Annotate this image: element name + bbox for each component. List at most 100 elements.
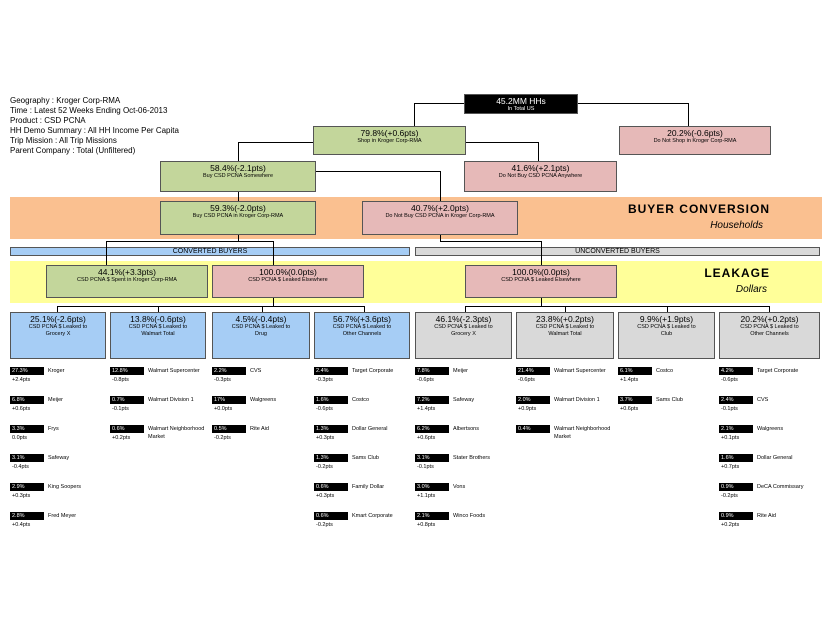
connector	[565, 306, 566, 312]
retailer-change: +1.4pts	[620, 377, 639, 383]
retailer-item: 21.4%Walmart Supercenter-0.6pts	[516, 367, 616, 391]
leakage-title: LEAKAGE	[704, 266, 770, 280]
channel-drug-converted: 4.5%(-0.4pts) CSD PCNA $ Leaked to Drug	[212, 312, 310, 359]
retailer-item: 2.1%Winco Foods+0.8pts	[415, 512, 515, 536]
retailer-share: 21.4%	[516, 367, 550, 375]
connector	[262, 306, 263, 312]
retailer-item: 0.6%Family Dollar+0.3pts	[314, 483, 414, 507]
converted-buyers-header: CONVERTED BUYERS	[10, 247, 410, 256]
retailer-change: -0.8pts	[112, 377, 129, 383]
channel-walmart-converted: 13.8%(-0.6pts) CSD PCNA $ Leaked to Walm…	[110, 312, 206, 359]
retailer-item: 2.4%CVS-0.1pts	[719, 396, 819, 420]
leaked-converted-node: 100.0%(0.0pts) CSD PCNA $ Leaked Elsewhe…	[212, 265, 364, 298]
channel-name: Other Channels	[750, 331, 789, 337]
retailer-item: 2.2%CVS-0.3pts	[212, 367, 312, 391]
retailer-change: -0.2pts	[316, 464, 333, 470]
node-desc: Buy CSD PCNA Somewhere	[203, 173, 273, 179]
node-desc: CSD PCNA $ Spent in Kroger Corp-RMA	[77, 277, 177, 283]
channel-desc: CSD PCNA $ Leaked to	[535, 324, 595, 330]
retailer-share: 0.5%	[212, 425, 246, 433]
retailer-item: 4.2%Target Corporate-0.6pts	[719, 367, 819, 391]
node-value: 41.6%(+2.1pts)	[511, 163, 570, 173]
retailer-name: Family Dollar	[352, 484, 385, 490]
retailer-name: Rite Aid	[757, 513, 776, 519]
retailer-share: 2.9%	[10, 483, 44, 491]
retailer-name: Albertsons	[453, 426, 479, 432]
retailer-name: Meijer	[453, 368, 468, 374]
retailer-share: 7.8%	[415, 367, 449, 375]
retailer-share: 0.9%	[719, 512, 753, 520]
retailer-share: 2.0%	[516, 396, 550, 404]
retailer-item: 7.8%Meijer-0.6pts	[415, 367, 515, 391]
connector	[541, 298, 542, 306]
retailer-name: Costco	[352, 397, 370, 403]
retailer-item: 17%Walgreens+0.0pts	[212, 396, 312, 420]
node-value: 100.0%(0.0pts)	[259, 267, 317, 277]
connector	[414, 103, 464, 104]
channel-value: 46.1%(-2.3pts)	[435, 314, 492, 324]
retailer-name: Walmart Neighborhood Market	[554, 426, 611, 440]
geography-label: Geography : Kroger Corp-RMA	[10, 96, 121, 105]
retailer-item: 0.6%Walmart Neighborhood Market+0.2pts	[110, 425, 210, 449]
retailer-change: -0.1pts	[112, 406, 129, 412]
channel-desc: CSD PCNA $ Leaked to	[637, 324, 696, 330]
retailer-share: 4.2%	[719, 367, 753, 375]
retailer-share: 1.6%	[314, 396, 348, 404]
retailer-change: +0.0pts	[214, 406, 233, 412]
retailer-name: Stater Brothers	[453, 455, 490, 461]
connector	[414, 103, 415, 126]
node-value: 79.8%(+0.6pts)	[360, 128, 419, 138]
retailer-name: Meijer	[48, 397, 63, 403]
retailer-share: 0.7%	[110, 396, 144, 404]
retailer-item: 2.1%Walgreens+0.1pts	[719, 425, 819, 449]
retailer-change: -0.2pts	[316, 522, 333, 528]
retailer-name: Fred Meyer	[48, 513, 77, 519]
connector	[238, 192, 239, 201]
retailer-item: 3.1%Safeway-0.4pts	[10, 454, 110, 478]
connector	[316, 171, 440, 172]
node-value: 40.7%(+2.0pts)	[411, 203, 469, 213]
retailer-item: 0.9% Rite Aid +0.2pts	[719, 512, 819, 536]
retailer-change: 0.0pts	[12, 435, 27, 441]
channel-club-unconverted: 9.9%(+1.9pts) CSD PCNA $ Leaked to Club	[618, 312, 715, 359]
retailer-name: Walmart Supercenter	[148, 368, 200, 374]
retailer-share: 2.4%	[719, 396, 753, 404]
retailer-name: Walmart Neighborhood Market	[148, 426, 205, 440]
retailer-change: +0.2pts	[721, 522, 740, 528]
retailer-name: Walmart Division 1	[148, 397, 194, 403]
retailer-item: 0.9%DeCA Commissary-0.2pts	[719, 483, 819, 507]
retailer-share: 7.2%	[415, 396, 449, 404]
channel-value: 56.7%(+3.6pts)	[333, 314, 391, 324]
node-value: 59.3%(-2.0pts)	[210, 203, 266, 213]
leaked-unconverted-node: 100.0%(0.0pts) CSD PCNA $ Leaked Elsewhe…	[465, 265, 617, 298]
channel-value: 13.8%(-0.6pts)	[130, 314, 186, 324]
retailer-share: 6.8%	[10, 396, 44, 404]
retailer-item: 27.3%Kroger+2.4pts	[10, 367, 110, 391]
retailer-change: +0.9pts	[518, 406, 537, 412]
retailer-change: -0.1pts	[417, 464, 434, 470]
retailer-name: Kmart Corporate	[352, 513, 393, 519]
retailer-change: +0.1pts	[721, 435, 740, 441]
retailer-item: 0.7% Walmart Division 1 -0.1pts	[110, 396, 210, 420]
retailer-name: Sams Club	[656, 397, 683, 403]
retailer-change: +0.8pts	[417, 522, 436, 528]
not-shop-kroger-node: 20.2%(-0.6pts) Do Not Shop in Kroger Cor…	[619, 126, 771, 155]
retailer-share: 0.6%	[110, 425, 144, 433]
retailer-share: 2.2%	[212, 367, 246, 375]
channel-desc: CSD PCNA $ Leaked to	[332, 324, 392, 330]
retailer-share: 3.1%	[415, 454, 449, 462]
node-desc: Do Not Buy CSD PCNA Anywhere	[498, 173, 583, 179]
retailer-name: Kroger	[48, 368, 65, 374]
retailer-name: Dollar General	[352, 426, 388, 432]
channel-name: Drug	[255, 331, 267, 337]
retailer-change: -0.4pts	[12, 464, 29, 470]
retailer-share: 27.3%	[10, 367, 44, 375]
retailer-name: Winco Foods	[453, 513, 486, 519]
retailer-change: -0.2pts	[214, 435, 231, 441]
connector	[688, 103, 689, 126]
node-value: 45.2MM HHs	[496, 96, 546, 106]
retailer-item: 3.1% Stater Brothers -0.1pts	[415, 454, 515, 478]
connector	[578, 103, 688, 104]
retailer-item: 2.9%King Soopers+0.3pts	[10, 483, 110, 507]
retailer-name: Walgreens	[757, 426, 784, 432]
